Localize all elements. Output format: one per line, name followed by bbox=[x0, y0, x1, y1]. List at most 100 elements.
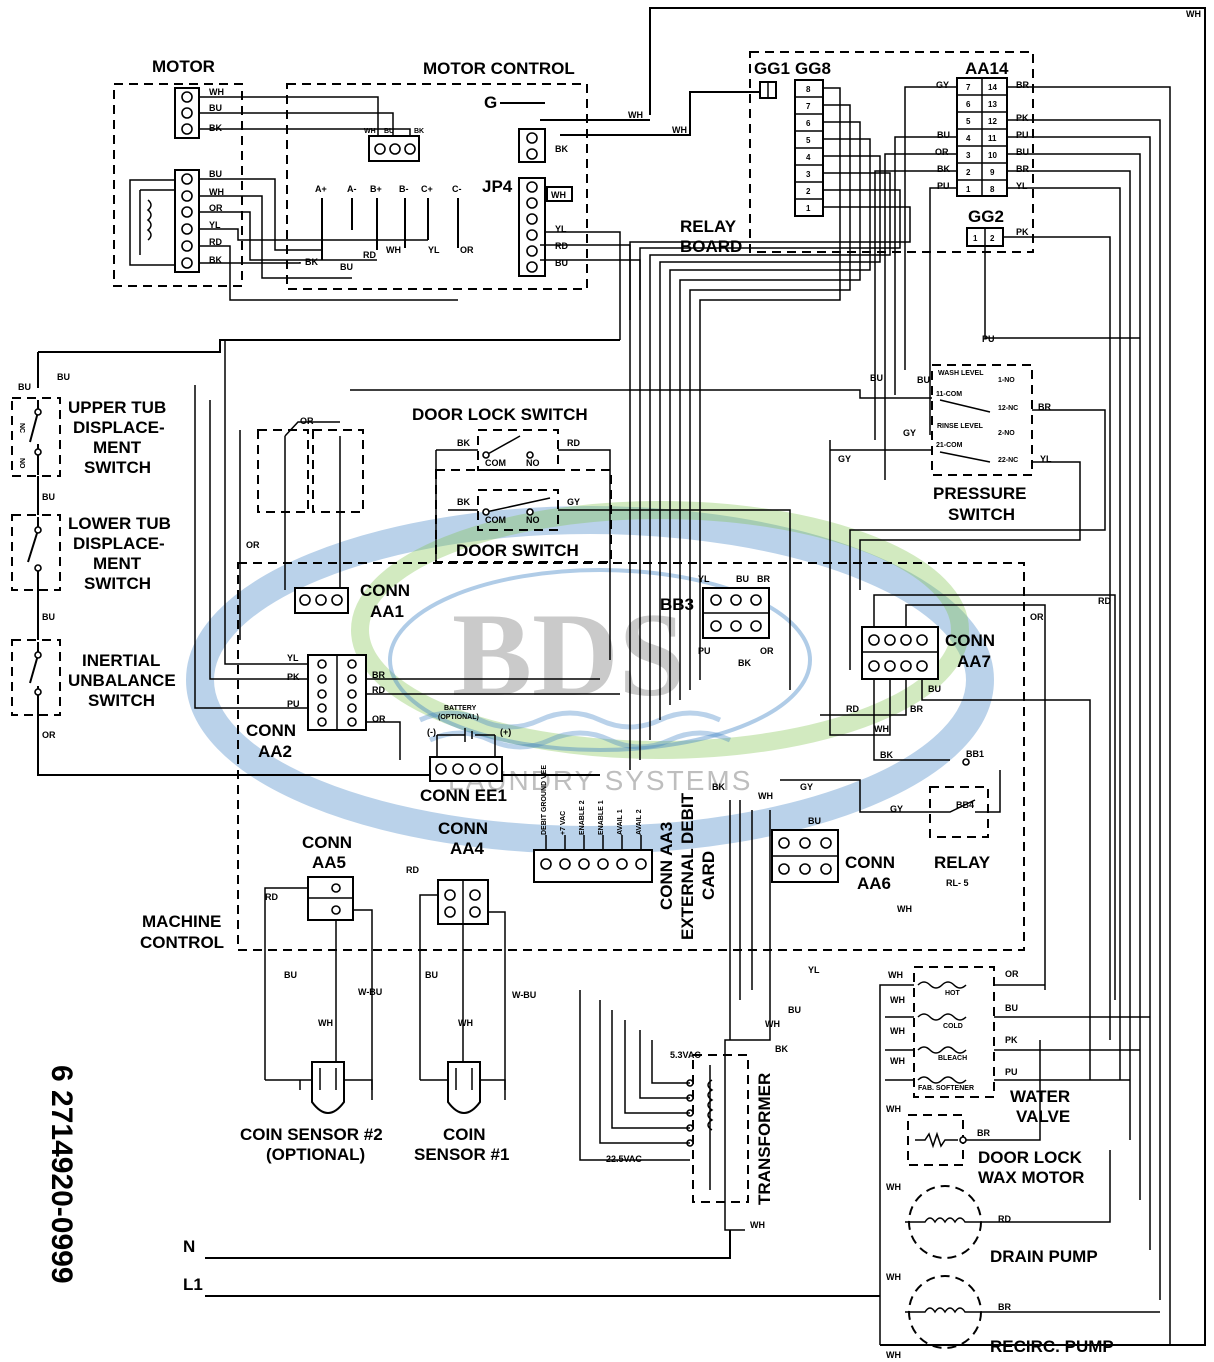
svg-text:2: 2 bbox=[990, 234, 995, 243]
svg-text:GY: GY bbox=[838, 454, 851, 464]
svg-text:BU: BU bbox=[384, 128, 394, 135]
svg-text:YL: YL bbox=[287, 653, 299, 663]
svg-text:BR: BR bbox=[1016, 80, 1029, 90]
upper-tub-switch: NC NO UPPER TUB DISPLACE- MENT SWITCH bbox=[11, 397, 166, 477]
svg-text:PU: PU bbox=[1005, 1067, 1018, 1077]
svg-text:11-COM: 11-COM bbox=[936, 391, 962, 398]
svg-text:WAX MOTOR: WAX MOTOR bbox=[978, 1168, 1084, 1187]
svg-text:PU: PU bbox=[982, 334, 995, 344]
svg-text:BU: BU bbox=[937, 130, 950, 140]
svg-text:WH: WH bbox=[209, 187, 224, 197]
svg-text:3: 3 bbox=[966, 151, 971, 160]
svg-text:COIN: COIN bbox=[443, 1125, 486, 1144]
svg-text:W-BU: W-BU bbox=[512, 990, 536, 1000]
svg-text:ENABLE 2: ENABLE 2 bbox=[579, 800, 586, 835]
svg-text:BU: BU bbox=[928, 684, 941, 694]
svg-text:4: 4 bbox=[806, 153, 811, 162]
svg-text:BU: BU bbox=[284, 970, 297, 980]
svg-text:YL: YL bbox=[555, 224, 567, 234]
watermark-waves bbox=[418, 710, 732, 750]
aa1-switch-pair: OR OR bbox=[239, 416, 364, 640]
svg-text:CONN: CONN bbox=[438, 819, 488, 838]
svg-text:FAB. SOFTENER: FAB. SOFTENER bbox=[918, 1085, 974, 1092]
svg-text:PU: PU bbox=[1016, 130, 1029, 140]
conn-aa4: CONN AA4 RD bbox=[406, 819, 489, 925]
conn-aa6: CONN AA6 BU WH BK WH bbox=[712, 782, 912, 914]
svg-text:BR: BR bbox=[1038, 402, 1051, 412]
svg-text:PK: PK bbox=[1005, 1035, 1018, 1045]
svg-text:RD: RD bbox=[998, 1214, 1011, 1224]
watermark-blue-swoosh bbox=[186, 506, 994, 854]
svg-text:BB1: BB1 bbox=[966, 749, 984, 759]
svg-text:CONN AA3: CONN AA3 bbox=[657, 822, 676, 910]
svg-text:RELAY: RELAY bbox=[934, 853, 991, 872]
svg-text:7: 7 bbox=[806, 102, 811, 111]
svg-text:PU: PU bbox=[698, 646, 711, 656]
pressure-switch-label-2: SWITCH bbox=[948, 505, 1015, 524]
svg-text:WH: WH bbox=[874, 724, 889, 734]
svg-text:SWITCH: SWITCH bbox=[84, 574, 151, 593]
svg-text:CONN: CONN bbox=[302, 833, 352, 852]
svg-text:BK: BK bbox=[880, 750, 893, 760]
svg-text:OR: OR bbox=[42, 730, 56, 740]
svg-text:PU: PU bbox=[937, 181, 950, 191]
svg-text:YL: YL bbox=[428, 245, 440, 255]
svg-text:12: 12 bbox=[988, 117, 997, 126]
svg-text:BU: BU bbox=[340, 262, 353, 272]
svg-text:TRANSFORMER: TRANSFORMER bbox=[755, 1073, 774, 1205]
svg-text:WH: WH bbox=[364, 128, 376, 135]
svg-text:RD: RD bbox=[265, 892, 278, 902]
svg-text:LOWER TUB: LOWER TUB bbox=[68, 514, 171, 533]
svg-text:RD: RD bbox=[555, 241, 568, 251]
door-lock-switch-label: DOOR LOCK SWITCH bbox=[412, 405, 588, 424]
svg-text:CARD: CARD bbox=[699, 851, 718, 900]
svg-text:WH: WH bbox=[758, 791, 773, 801]
svg-text:GY: GY bbox=[567, 497, 580, 507]
svg-text:DISPLACE-: DISPLACE- bbox=[73, 534, 165, 553]
svg-text:BU: BU bbox=[555, 258, 568, 268]
svg-text:BK: BK bbox=[712, 782, 725, 792]
svg-text:ENABLE 1: ENABLE 1 bbox=[598, 800, 605, 835]
svg-text:UPPER TUB: UPPER TUB bbox=[68, 398, 166, 417]
motor-boundary bbox=[113, 83, 243, 287]
transformer: 5.3VAC 22.5VAC TRANSFORMER BK WH YL BU W… bbox=[579, 800, 820, 1231]
svg-text:YL: YL bbox=[1016, 181, 1028, 191]
svg-text:NO: NO bbox=[526, 458, 540, 468]
svg-text:WH: WH bbox=[765, 1019, 780, 1029]
svg-text:OR: OR bbox=[300, 416, 314, 426]
svg-text:COM: COM bbox=[485, 515, 506, 525]
svg-text:RD: RD bbox=[209, 237, 222, 247]
svg-text:A-: A- bbox=[347, 184, 357, 194]
svg-text:2-NO: 2-NO bbox=[998, 430, 1015, 437]
relay-board-label-1: RELAY bbox=[680, 217, 737, 236]
svg-text:WH: WH bbox=[886, 1350, 901, 1360]
ground-terminal-label: G bbox=[484, 93, 497, 112]
svg-text:BU: BU bbox=[788, 1005, 801, 1015]
svg-text:OR: OR bbox=[935, 147, 949, 157]
svg-text:WH: WH bbox=[897, 904, 912, 914]
svg-text:GY: GY bbox=[936, 80, 949, 90]
svg-text:RD: RD bbox=[372, 685, 385, 695]
svg-text:AVAIL 1: AVAIL 1 bbox=[617, 809, 624, 835]
svg-text:MENT: MENT bbox=[93, 554, 142, 573]
svg-text:VALVE: VALVE bbox=[1016, 1107, 1070, 1126]
svg-text:OR: OR bbox=[209, 203, 223, 213]
motor-control: MOTOR CONTROL G WH BU BK BK JP4 WH YL RD… bbox=[199, 59, 588, 301]
svg-text:PU: PU bbox=[287, 699, 300, 709]
svg-text:+7 VAC: +7 VAC bbox=[560, 811, 567, 835]
svg-text:OR: OR bbox=[760, 646, 774, 656]
svg-text:14: 14 bbox=[988, 83, 997, 92]
svg-text:BU: BU bbox=[870, 373, 883, 383]
svg-text:AA7: AA7 bbox=[957, 652, 991, 671]
svg-text:B-: B- bbox=[399, 184, 409, 194]
svg-text:4: 4 bbox=[966, 134, 971, 143]
svg-text:BU: BU bbox=[736, 574, 749, 584]
svg-text:1: 1 bbox=[806, 204, 811, 213]
motor-control-label: MOTOR CONTROL bbox=[423, 59, 575, 78]
svg-text:C+: C+ bbox=[421, 184, 433, 194]
svg-text:GY: GY bbox=[800, 782, 813, 792]
motor-control-boundary bbox=[286, 83, 588, 290]
svg-text:BB3: BB3 bbox=[660, 595, 694, 614]
svg-text:DRAIN PUMP: DRAIN PUMP bbox=[990, 1247, 1098, 1266]
